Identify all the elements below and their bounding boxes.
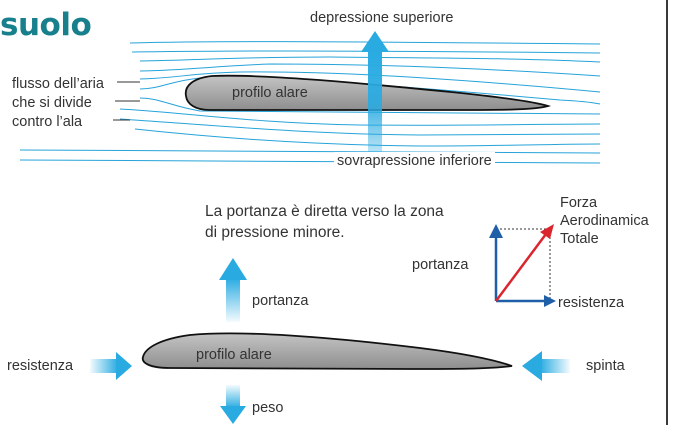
airflow-streamlines — [19, 41, 601, 164]
lift-arrow — [219, 258, 247, 322]
airflow-label-line-2: che si divide — [12, 95, 92, 111]
force-vector-diagram — [489, 224, 556, 307]
caption-line-2: di pressione minore. — [205, 224, 345, 241]
lift-label: portanza — [252, 293, 309, 309]
drag-arrow — [90, 352, 132, 380]
vector-lift-label: portanza — [412, 257, 469, 273]
total-force-label-line-2: Aerodinamica — [560, 213, 649, 229]
weight-label: peso — [252, 400, 284, 416]
total-force-label-line-3: Totale — [560, 231, 599, 247]
weight-arrow — [220, 385, 246, 424]
airfoil-bottom-label: profilo alare — [196, 347, 272, 363]
airfoil-top-label: profilo alare — [232, 85, 308, 101]
vector-drag-label: resistenza — [558, 295, 625, 311]
lower-pressure-label: sovrapressione inferiore — [334, 152, 495, 170]
total-force-label-line-1: Forza — [560, 195, 598, 211]
airfoil-top — [184, 74, 552, 111]
page-divider — [666, 0, 668, 425]
thrust-arrow — [522, 351, 570, 381]
airflow-label-line-1: flusso dell’aria — [12, 76, 104, 92]
page-title: suolo — [0, 7, 92, 43]
low-pressure-arrow — [361, 31, 389, 158]
drag-label: resistenza — [7, 358, 74, 374]
airflow-label-line-3: contro l’ala — [12, 114, 83, 130]
airflow-leader-lines — [113, 81, 140, 121]
thrust-label: spinta — [586, 358, 625, 374]
airfoil-bottom — [141, 332, 513, 370]
upper-pressure-label: depressione superiore — [310, 10, 454, 26]
caption-line-1: La portanza è diretta verso la zona — [205, 203, 444, 220]
